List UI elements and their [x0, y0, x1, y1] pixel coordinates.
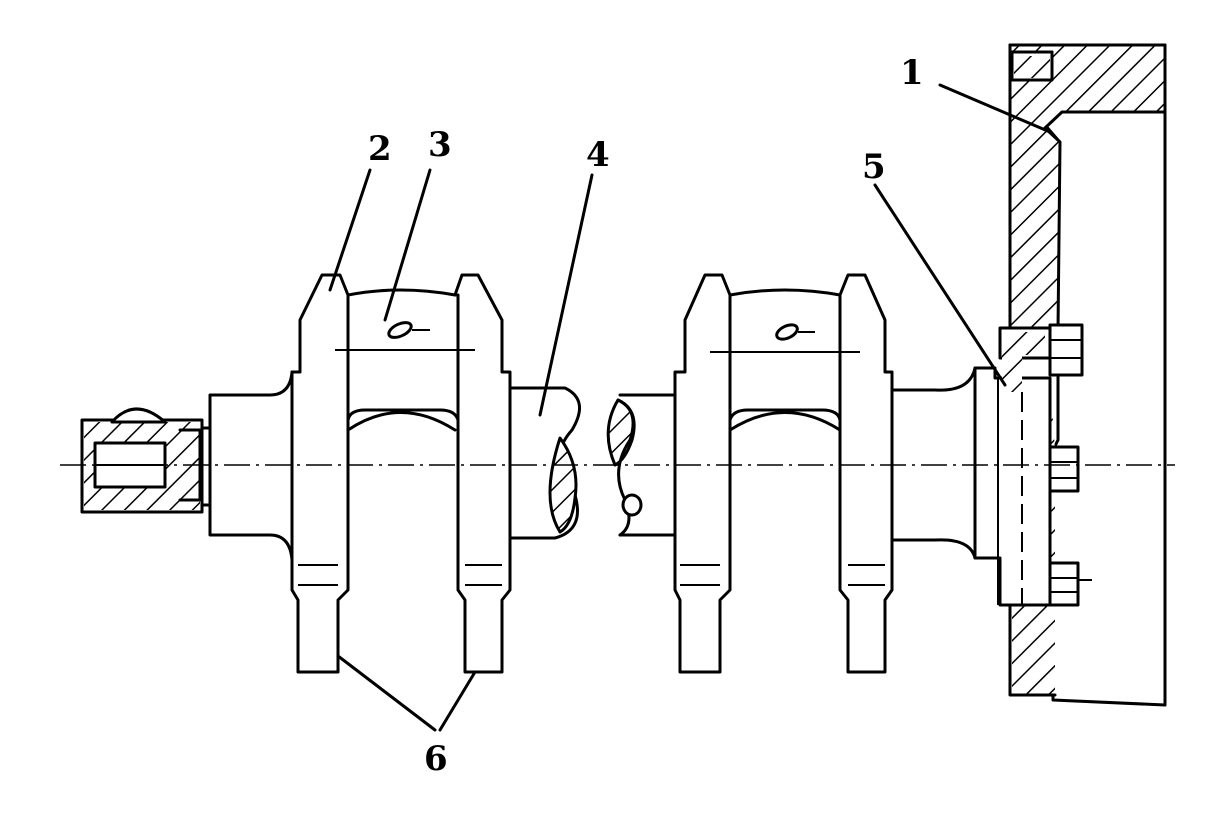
- label-part-5: 5: [862, 147, 886, 187]
- leader-lines: [328, 83, 1052, 732]
- crank-throw-1: [290, 273, 512, 674]
- label-part-3: 3: [428, 125, 452, 165]
- crank-throw-2: [673, 273, 894, 674]
- main-journal-break: [508, 386, 682, 540]
- label-part-2: 2: [368, 129, 392, 169]
- label-part-1: 1: [900, 53, 924, 93]
- label-part-6: 6: [424, 739, 448, 779]
- crankshaft-nose: [80, 407, 212, 514]
- rear-flange: [973, 345, 1052, 607]
- label-part-4: 4: [586, 135, 610, 175]
